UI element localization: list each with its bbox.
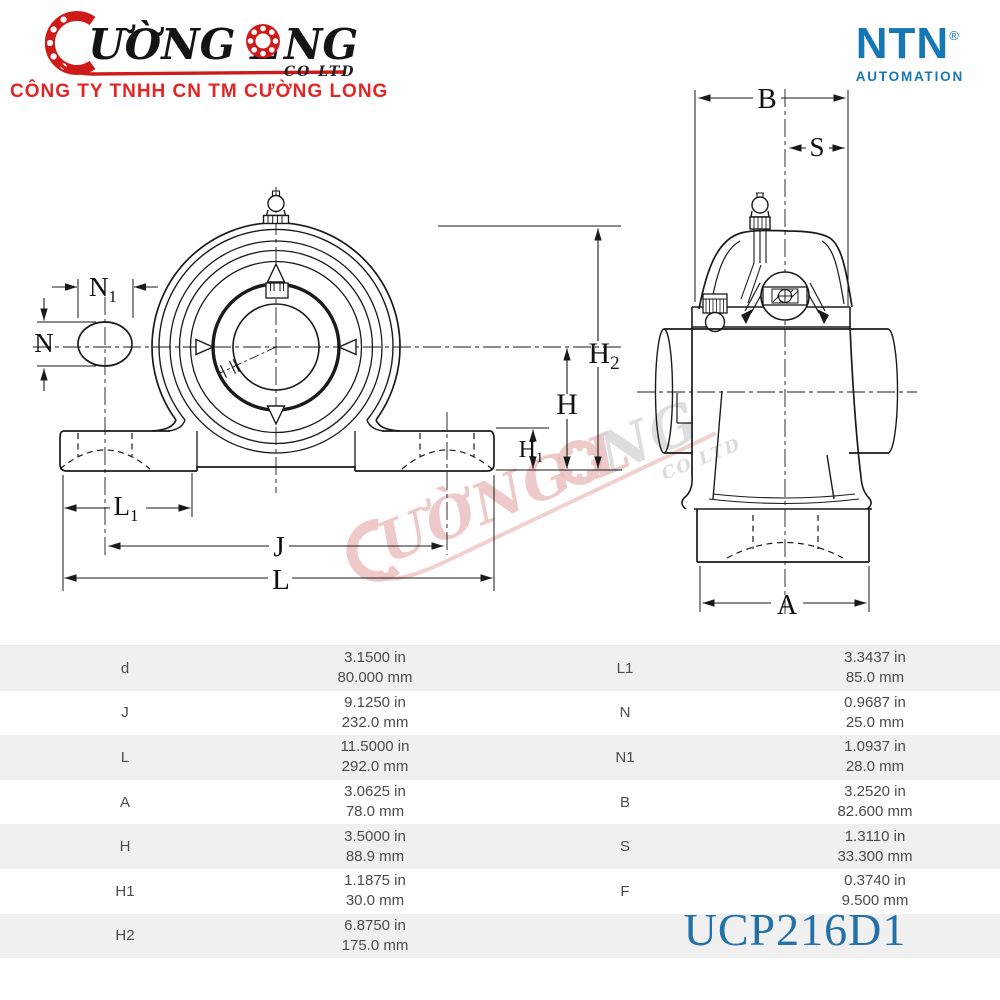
dim-label-n: N <box>34 328 54 358</box>
dim-key: S <box>619 838 630 856</box>
dim-label-l: L <box>272 564 290 596</box>
dimension-lines <box>40 94 867 607</box>
side-view <box>654 192 899 563</box>
dimension-labels: N1 N H2 H H1 L1 J L B S A <box>34 83 824 621</box>
watermark: ƯỜNG L NG CO LTD <box>346 388 744 582</box>
ntn-logo: NTN® AUTOMATION <box>855 19 964 85</box>
dim-key: N <box>619 704 631 722</box>
brand-coltd: CO LTD <box>284 64 355 80</box>
bearing-o-icon <box>246 24 280 58</box>
extension-lines <box>37 90 870 612</box>
dim-key: H2 <box>115 927 135 945</box>
technical-drawing: ƯỜNG L NG CO LTD <box>33 83 917 621</box>
dim-label-h1: H1 <box>519 437 544 466</box>
ntn-tagline: AUTOMATION <box>855 69 964 84</box>
ntn-logo-text: NTN <box>855 19 950 68</box>
dim-key: B <box>619 793 630 811</box>
dim-label-n1: N1 <box>89 272 117 306</box>
grease-nipple-front <box>262 190 290 225</box>
dim-label-h: H <box>556 388 578 421</box>
brand-text-2: NG <box>282 20 358 69</box>
bolt-hole-ellipse <box>77 321 133 367</box>
product-code: UCP216D1 <box>683 904 907 955</box>
lock-details <box>216 282 289 380</box>
dim-key: N1 <box>615 748 635 766</box>
dim-key: L <box>120 748 130 766</box>
ntn-registered-mark: ® <box>949 28 959 43</box>
dim-key: H <box>119 838 131 856</box>
drawing-lines <box>33 89 917 614</box>
dim-key: F <box>620 882 630 900</box>
logo-underline-swoosh <box>56 59 347 76</box>
dim-label-a: A <box>777 590 798 621</box>
dim-key: A <box>119 793 130 811</box>
brand-logo: ƯỜNG L NG CO LTD CÔNG TY TNHH CN TM CƯỜN… <box>8 4 408 107</box>
dim-label-l1: L1 <box>114 491 139 525</box>
dim-label-h2: H2 <box>588 337 619 374</box>
dim-key: H1 <box>115 882 135 900</box>
dim-label-s: S <box>809 132 824 162</box>
dim-label-b: B <box>757 83 776 115</box>
dim-label-j: J <box>273 531 284 563</box>
dim-key: J <box>121 704 129 722</box>
bearing-c-icon <box>44 11 96 75</box>
dim-key: L1 <box>616 659 634 677</box>
brand-subtitle: CÔNG TY TNHH CN TM CƯỜNG LONG <box>10 80 388 102</box>
brand-logo-graphic: ƯỜNG L NG CO LTD CÔNG TY TNHH CN TM CƯỜN… <box>10 11 388 102</box>
hidden-lines <box>59 433 844 559</box>
dim-key: d <box>120 659 130 677</box>
section-arrows <box>195 262 357 426</box>
